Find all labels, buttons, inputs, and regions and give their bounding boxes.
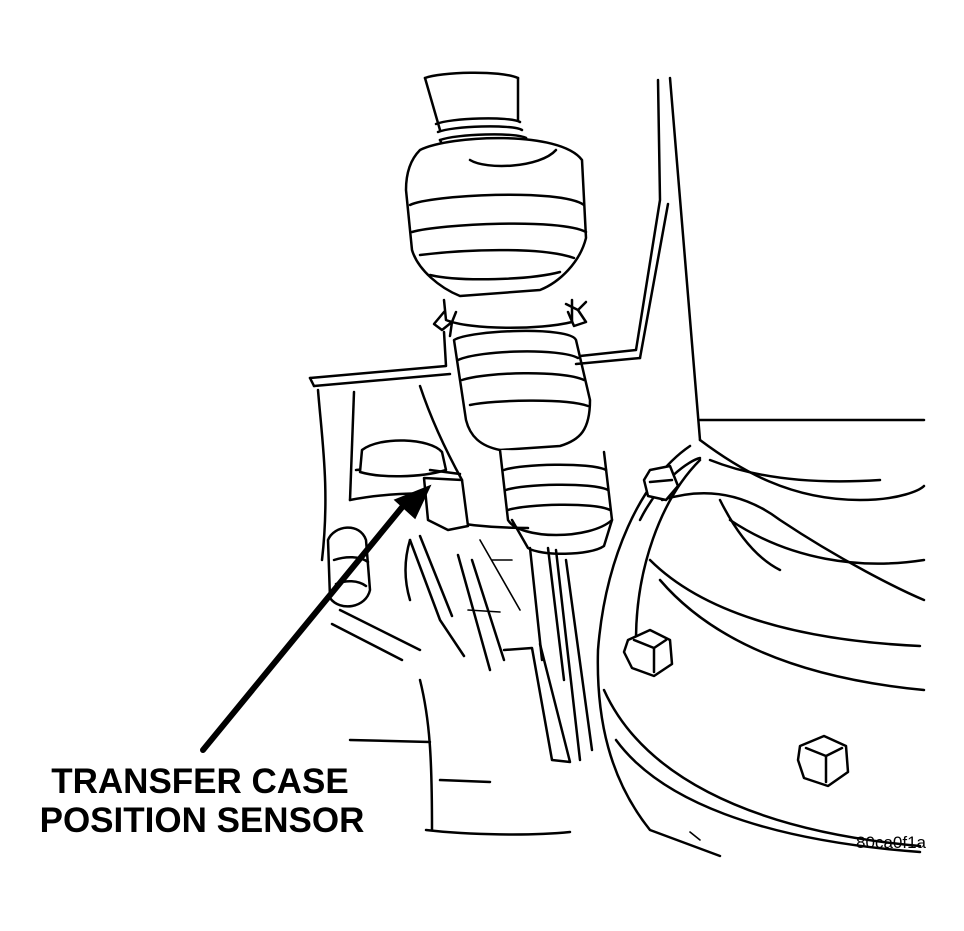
flange-bolt-top [642, 464, 680, 502]
callout-line-2: POSITION SENSOR [40, 801, 365, 840]
boot-clamp-left [432, 310, 458, 338]
cv-boot [404, 136, 588, 329]
flange-bolt-middle [622, 628, 674, 678]
callout-line-1: TRANSFER CASE [51, 762, 349, 801]
mount-bracket [308, 76, 702, 442]
output-shaft [452, 329, 614, 555]
boot-clamp-right [564, 300, 588, 328]
position-sensor [358, 439, 470, 658]
flange-bolt-bottom [796, 734, 850, 788]
sensor-bolt [326, 526, 422, 662]
leader-arrow [200, 484, 432, 753]
figure-id-label: 80ca0f1a [856, 833, 926, 852]
driveshaft [423, 71, 530, 162]
